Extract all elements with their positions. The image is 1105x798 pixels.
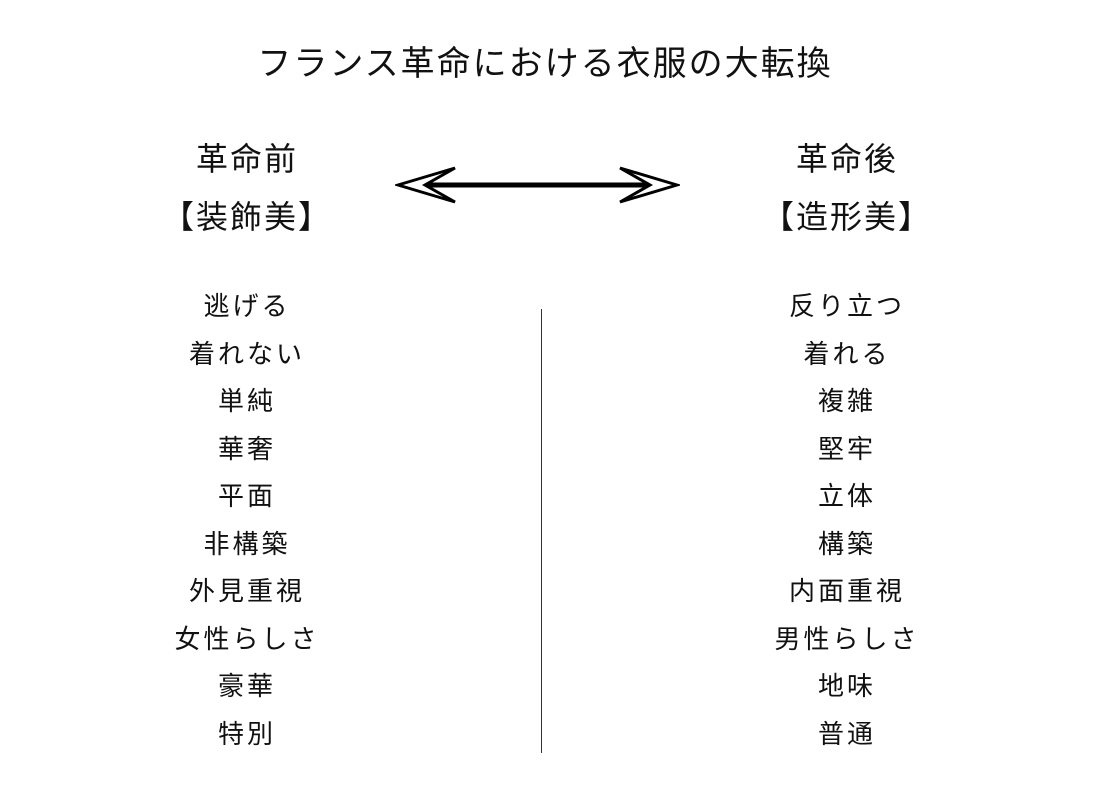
list-item: 着れる (803, 339, 891, 370)
before-items-list: 逃げる 着れない 単純 華奢 平面 非構築 外見重視 女性らしさ 豪華 特別 (97, 284, 397, 759)
arrow-head-left (395, 166, 456, 204)
list-item: 華奢 (217, 434, 276, 465)
list-item: 内面重視 (788, 577, 905, 607)
list-item: 反り立つ (788, 292, 905, 322)
list-item: 女性らしさ (174, 624, 320, 655)
diagram-title: フランス革命における衣服の大転換 (257, 44, 833, 84)
center-divider (541, 309, 542, 753)
list-item: 複雑 (817, 387, 876, 417)
list-item: 堅牢 (817, 434, 876, 465)
list-item: 男性らしさ (774, 624, 920, 655)
after-category: 【造形美】 (761, 198, 932, 236)
list-item: 構築 (817, 529, 876, 560)
before-label: 革命前 (195, 140, 298, 178)
before-category: 【装飾美】 (161, 198, 332, 236)
list-item: 外見重視 (188, 577, 305, 607)
after-items-list: 反り立つ 着れる 複雑 堅牢 立体 構築 内面重視 男性らしさ 地味 普通 (697, 284, 997, 759)
list-item: 単純 (217, 387, 276, 417)
after-label: 革命後 (795, 140, 898, 178)
list-item: 特別 (217, 719, 276, 750)
list-item: 普通 (817, 719, 876, 750)
list-item: 立体 (817, 482, 876, 512)
list-item: 平面 (217, 482, 276, 512)
list-item: 着れない (188, 339, 305, 370)
double-headed-arrow-icon (395, 166, 680, 204)
list-item: 非構築 (203, 529, 291, 560)
list-item: 地味 (817, 672, 876, 702)
list-item: 逃げる (203, 292, 291, 322)
arrow-head-right (619, 166, 680, 204)
list-item: 豪華 (217, 672, 276, 702)
